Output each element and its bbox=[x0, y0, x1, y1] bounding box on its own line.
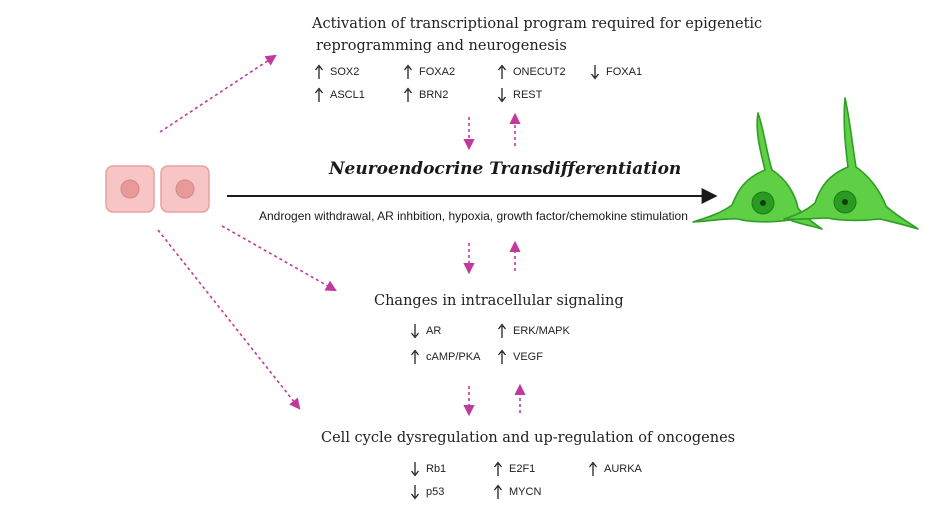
gene-item: MYCN bbox=[493, 484, 541, 500]
arrow-down-icon bbox=[410, 462, 420, 477]
gene-item: SOX2 bbox=[314, 64, 359, 80]
gene-label: cAMP/PKA bbox=[426, 351, 481, 363]
gene-label: FOXA1 bbox=[606, 66, 643, 78]
dotted-arrow-to-cellcycle bbox=[157, 229, 301, 410]
dotted-arrow-to-epigenetic bbox=[159, 54, 277, 133]
gene-item: ASCL1 bbox=[314, 87, 365, 103]
arrow-up-icon bbox=[497, 349, 507, 364]
dotted-arrow-to-signaling bbox=[221, 225, 337, 292]
main-title: Neuroendocrine Transdifferentiation bbox=[329, 159, 682, 179]
arrow-up-icon bbox=[410, 349, 420, 364]
gene-label: ASCL1 bbox=[330, 89, 365, 101]
gene-label: Rb1 bbox=[426, 463, 447, 475]
arrow-up-icon bbox=[497, 323, 507, 338]
gene-label: SOX2 bbox=[330, 66, 360, 78]
arrow-up-icon bbox=[314, 87, 324, 102]
gene-item: FOXA1 bbox=[590, 64, 642, 80]
gene-label: AR bbox=[426, 325, 442, 337]
gene-label: E2F1 bbox=[509, 463, 536, 475]
gene-item: cAMP/PKA bbox=[410, 349, 480, 365]
epithelial-cell-left bbox=[105, 165, 155, 213]
arrow-up-icon bbox=[493, 461, 503, 476]
stimuli-label: Androgen withdrawal, AR inhbition, hypox… bbox=[259, 209, 688, 223]
gene-item: E2F1 bbox=[493, 461, 535, 477]
gene-item: p53 bbox=[410, 484, 444, 500]
arrow-up-icon bbox=[497, 64, 507, 79]
arrow-up-icon bbox=[403, 87, 413, 102]
arrow-up-icon bbox=[493, 484, 503, 499]
gene-label: VEGF bbox=[513, 351, 543, 363]
gene-label: p53 bbox=[426, 486, 445, 498]
epigenetic-heading-line1: Activation of transcriptional program re… bbox=[312, 16, 763, 32]
gene-label: FOXA2 bbox=[419, 66, 456, 78]
gene-label: ERK/MAPK bbox=[513, 325, 570, 337]
epithelial-cell-right bbox=[160, 165, 210, 213]
arrow-up-icon bbox=[403, 64, 413, 79]
gene-label: REST bbox=[513, 89, 543, 101]
cellcycle-heading: Cell cycle dysregulation and up-regulati… bbox=[321, 430, 736, 446]
gene-item: ERK/MAPK bbox=[497, 323, 570, 339]
gene-label: AURKA bbox=[604, 463, 642, 475]
arrow-up-icon bbox=[588, 461, 598, 476]
gene-item: AURKA bbox=[588, 461, 642, 477]
arrow-down-icon bbox=[590, 65, 600, 80]
gene-item: BRN2 bbox=[403, 87, 448, 103]
gene-label: BRN2 bbox=[419, 89, 449, 101]
epigenetic-heading-line2: reprogramming and neurogenesis bbox=[316, 38, 567, 54]
arrow-down-icon bbox=[497, 88, 507, 103]
neuron-cell-right bbox=[783, 97, 919, 230]
arrow-down-icon bbox=[410, 485, 420, 500]
gene-item: AR bbox=[410, 323, 441, 339]
gene-item: FOXA2 bbox=[403, 64, 455, 80]
arrow-up-icon bbox=[314, 64, 324, 79]
gene-item: Rb1 bbox=[410, 461, 446, 477]
gene-item: REST bbox=[497, 87, 542, 103]
signaling-heading: Changes in intracellular signaling bbox=[374, 293, 624, 309]
gene-label: ONECUT2 bbox=[513, 66, 566, 78]
neuron-cell-left bbox=[692, 112, 823, 230]
gene-item: VEGF bbox=[497, 349, 543, 365]
arrow-down-icon bbox=[410, 324, 420, 339]
gene-item: ONECUT2 bbox=[497, 64, 566, 80]
gene-label: MYCN bbox=[509, 486, 542, 498]
